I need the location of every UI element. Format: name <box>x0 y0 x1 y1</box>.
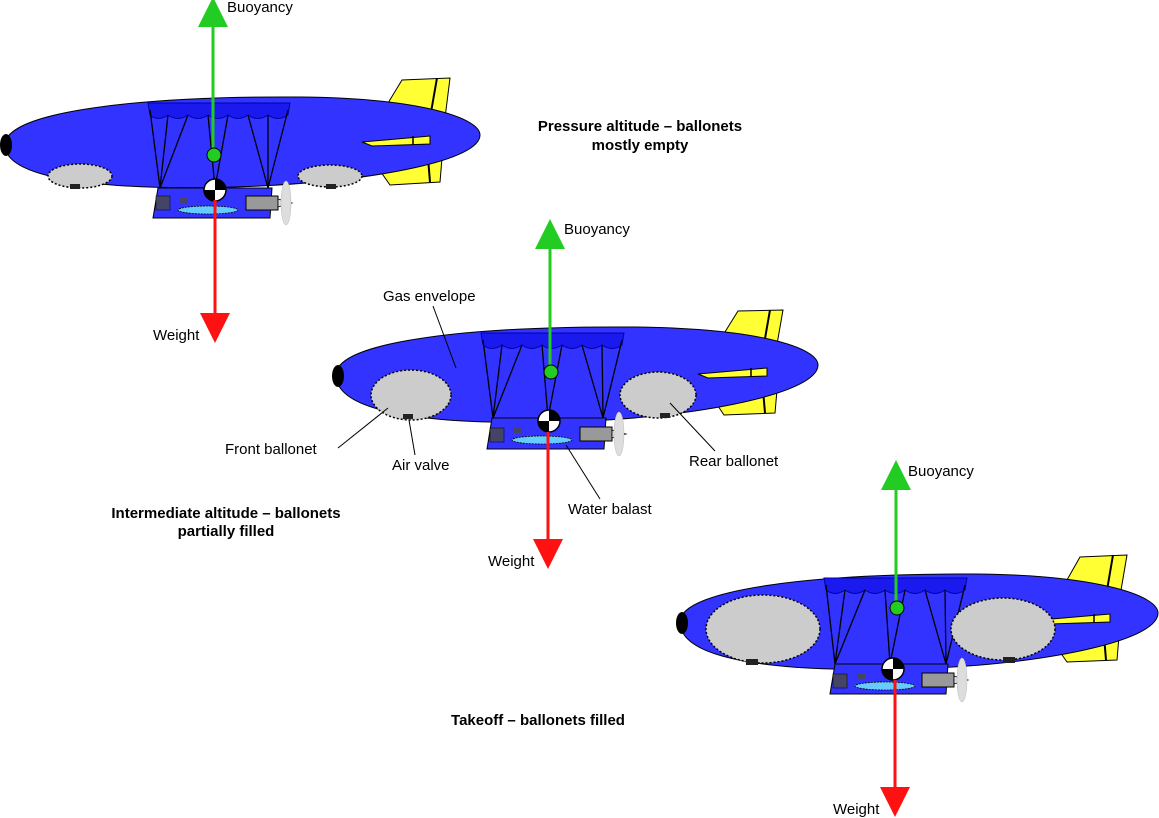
center-of-gravity-marker <box>881 657 905 681</box>
air-valve-label: Air valve <box>392 457 450 474</box>
air-valve <box>326 184 336 189</box>
airship-pressure-altitude: Buoyancy Weight Pressure altitude – ball… <box>0 0 742 344</box>
buoyancy-label: Buoyancy <box>227 0 293 16</box>
water-ballast <box>511 435 573 445</box>
propeller <box>280 180 292 226</box>
center-of-gravity-marker <box>537 409 561 433</box>
air-valve <box>746 659 758 665</box>
center-of-gravity-marker <box>203 178 227 202</box>
caption-line-1: Pressure altitude – ballonets <box>538 118 742 135</box>
weight-label: Weight <box>833 801 880 818</box>
air-valve <box>70 184 80 189</box>
rear-ballonet <box>619 371 697 419</box>
caption-line-1: Intermediate altitude – ballonets <box>111 505 340 522</box>
gas-envelope <box>335 326 819 423</box>
front-ballonet-label: Front ballonet <box>225 441 318 458</box>
air-valve <box>1003 657 1015 663</box>
nose-cone <box>0 134 12 156</box>
airship-intermediate-altitude: Buoyancy Weight Gas envelope Front ballo… <box>111 219 819 570</box>
engine <box>579 426 613 442</box>
water-ballast <box>854 681 916 691</box>
suspension-cables <box>482 339 623 419</box>
air-valve <box>660 413 670 418</box>
airship-takeoff: Buoyancy Weight Takeoff – ballonets fill… <box>451 460 1159 818</box>
caption-line-2: mostly empty <box>592 137 689 154</box>
buoyancy-label: Buoyancy <box>564 221 630 238</box>
caption-line-1: Takeoff – ballonets filled <box>451 712 625 729</box>
caption-line-2: partially filled <box>178 523 275 540</box>
front-ballonet <box>370 369 452 421</box>
propeller <box>956 657 968 703</box>
engine <box>245 195 279 211</box>
center-of-buoyancy <box>889 600 905 616</box>
gas-envelope <box>4 96 481 189</box>
nose-cone <box>676 612 688 634</box>
water-ballast <box>177 205 239 215</box>
engine <box>921 672 955 688</box>
air-valve <box>403 414 413 419</box>
center-of-buoyancy <box>543 364 559 380</box>
front-ballonet <box>705 594 821 664</box>
weight-label: Weight <box>153 327 200 344</box>
buoyancy-label: Buoyancy <box>908 463 974 480</box>
center-of-buoyancy <box>206 147 222 163</box>
water-balast-label: Water balast <box>568 501 652 518</box>
nose-cone <box>332 365 344 387</box>
rear-ballonet <box>297 164 363 188</box>
gas-envelope-label: Gas envelope <box>383 288 476 305</box>
rear-ballonet-label: Rear ballonet <box>689 453 779 470</box>
weight-label: Weight <box>488 553 535 570</box>
rear-ballonet <box>950 597 1056 661</box>
propeller <box>613 411 625 457</box>
suspension-cables <box>825 584 966 665</box>
suspension-cables <box>149 109 289 189</box>
